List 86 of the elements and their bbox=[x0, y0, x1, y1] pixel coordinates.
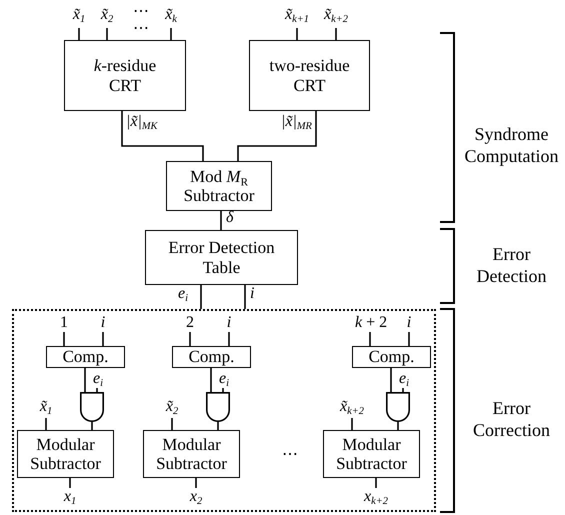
block-label: Modular Subtractor bbox=[29, 434, 102, 474]
signal-label: 2 bbox=[175, 314, 205, 332]
wire bbox=[171, 418, 173, 430]
signal-label: x̃$_{2}$ bbox=[92, 6, 122, 28]
block-box bbox=[249, 40, 370, 111]
signal-label: e$_{i}$ bbox=[87, 370, 109, 388]
block-box bbox=[166, 161, 272, 211]
wire bbox=[200, 285, 202, 309]
wire bbox=[220, 211, 222, 230]
block-label: Modular Subtractor bbox=[155, 434, 228, 474]
wire bbox=[351, 418, 353, 430]
wire bbox=[408, 332, 410, 346]
wire bbox=[397, 422, 399, 430]
wire bbox=[189, 332, 191, 346]
edge-label: |x̃|$_{MK}$ bbox=[126, 113, 158, 131]
section-label: Error Detection bbox=[476, 244, 548, 288]
block-box bbox=[143, 430, 240, 478]
block-box bbox=[323, 430, 420, 478]
wire bbox=[84, 368, 86, 392]
wire bbox=[45, 418, 47, 430]
wire bbox=[402, 388, 404, 392]
wire bbox=[369, 332, 371, 346]
wire bbox=[390, 368, 392, 392]
wire bbox=[96, 388, 98, 392]
block-label: two-residue CRT bbox=[268, 56, 351, 95]
signal-label: i bbox=[214, 314, 244, 332]
block-label: k-residue CRT bbox=[92, 56, 158, 95]
block-label: Comp. bbox=[368, 347, 414, 367]
signal-label: e$_{i}$ bbox=[213, 370, 235, 388]
and-gate-symbol bbox=[386, 392, 410, 422]
wire bbox=[121, 111, 204, 161]
wire bbox=[244, 285, 246, 309]
signal-label: x̃$_{2}$ bbox=[152, 398, 192, 418]
edge-label: δ bbox=[226, 209, 234, 227]
and-gate-symbol bbox=[80, 392, 104, 422]
wire bbox=[217, 422, 219, 430]
signal-label: k + 2 bbox=[355, 314, 385, 332]
signal-label: x̃$_{k}$ bbox=[156, 6, 186, 28]
wire bbox=[195, 478, 197, 488]
signal-label: e$_{i}$ bbox=[393, 370, 415, 388]
wire bbox=[210, 368, 212, 392]
ellipsis: ⋯ bbox=[132, 19, 150, 38]
block-box bbox=[145, 230, 298, 285]
signal-label: i bbox=[88, 314, 118, 332]
signal-label: 1 bbox=[49, 314, 79, 332]
block-box bbox=[172, 346, 251, 368]
wire bbox=[78, 28, 80, 40]
signal-label: x̃$_{1}$ bbox=[26, 398, 66, 418]
and-gate-symbol bbox=[206, 392, 230, 422]
signal-label: i bbox=[394, 314, 424, 332]
signal-label: x$_{k+2}$ bbox=[356, 488, 396, 508]
wire bbox=[91, 422, 93, 430]
edge-label: e$_{i}$ bbox=[178, 285, 188, 303]
wire bbox=[222, 388, 224, 392]
ellipsis: ⋯ bbox=[281, 445, 299, 464]
section-label: Syndrome Computation bbox=[464, 124, 560, 168]
section-label: Error Correction bbox=[472, 398, 551, 442]
signal-label: x̃$_{k+1}$ bbox=[277, 6, 317, 28]
block-label: Comp. bbox=[62, 347, 108, 367]
block-box bbox=[64, 40, 186, 111]
wire bbox=[228, 332, 230, 346]
wire bbox=[375, 478, 377, 488]
block-label: Mod M$_{R}$ Subtractor bbox=[182, 166, 256, 206]
wire bbox=[237, 111, 317, 161]
signal-label: x̃$_{k+2}$ bbox=[332, 398, 372, 418]
wire bbox=[69, 478, 71, 488]
wire bbox=[102, 332, 104, 346]
block-label: Modular Subtractor bbox=[335, 434, 408, 474]
ellipsis: ⋯ bbox=[132, 2, 150, 22]
block-box bbox=[17, 430, 114, 478]
block-box bbox=[352, 346, 431, 368]
wire bbox=[106, 28, 108, 40]
dotted-region-box bbox=[12, 309, 436, 512]
wire bbox=[170, 28, 172, 40]
signal-label: x̃$_{k+2}$ bbox=[316, 6, 356, 28]
edge-label: |x̃|$_{MR}$ bbox=[281, 113, 312, 131]
edge-label: i bbox=[250, 285, 254, 303]
block-box bbox=[46, 346, 125, 368]
wire bbox=[63, 332, 65, 346]
wire bbox=[296, 28, 298, 40]
block-label: Error Detection Table bbox=[167, 238, 276, 277]
signal-label: x̃$_{1}$ bbox=[64, 6, 94, 28]
block-label: Comp. bbox=[188, 347, 234, 367]
signal-label: x$_{1}$ bbox=[50, 488, 90, 508]
wire bbox=[335, 28, 337, 40]
signal-label: x$_{2}$ bbox=[176, 488, 216, 508]
